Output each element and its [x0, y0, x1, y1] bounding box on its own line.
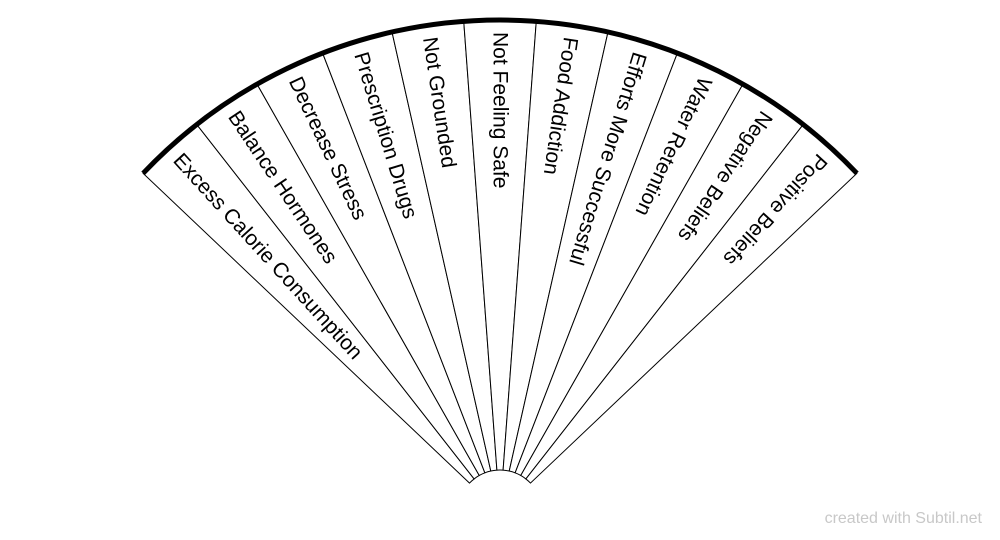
watermark-text: created with Subtil.net [824, 510, 982, 527]
sector-label-6: Not Feeling Safe [489, 32, 512, 188]
outer-rim [141, 17, 859, 176]
sectors-group [142, 19, 858, 484]
